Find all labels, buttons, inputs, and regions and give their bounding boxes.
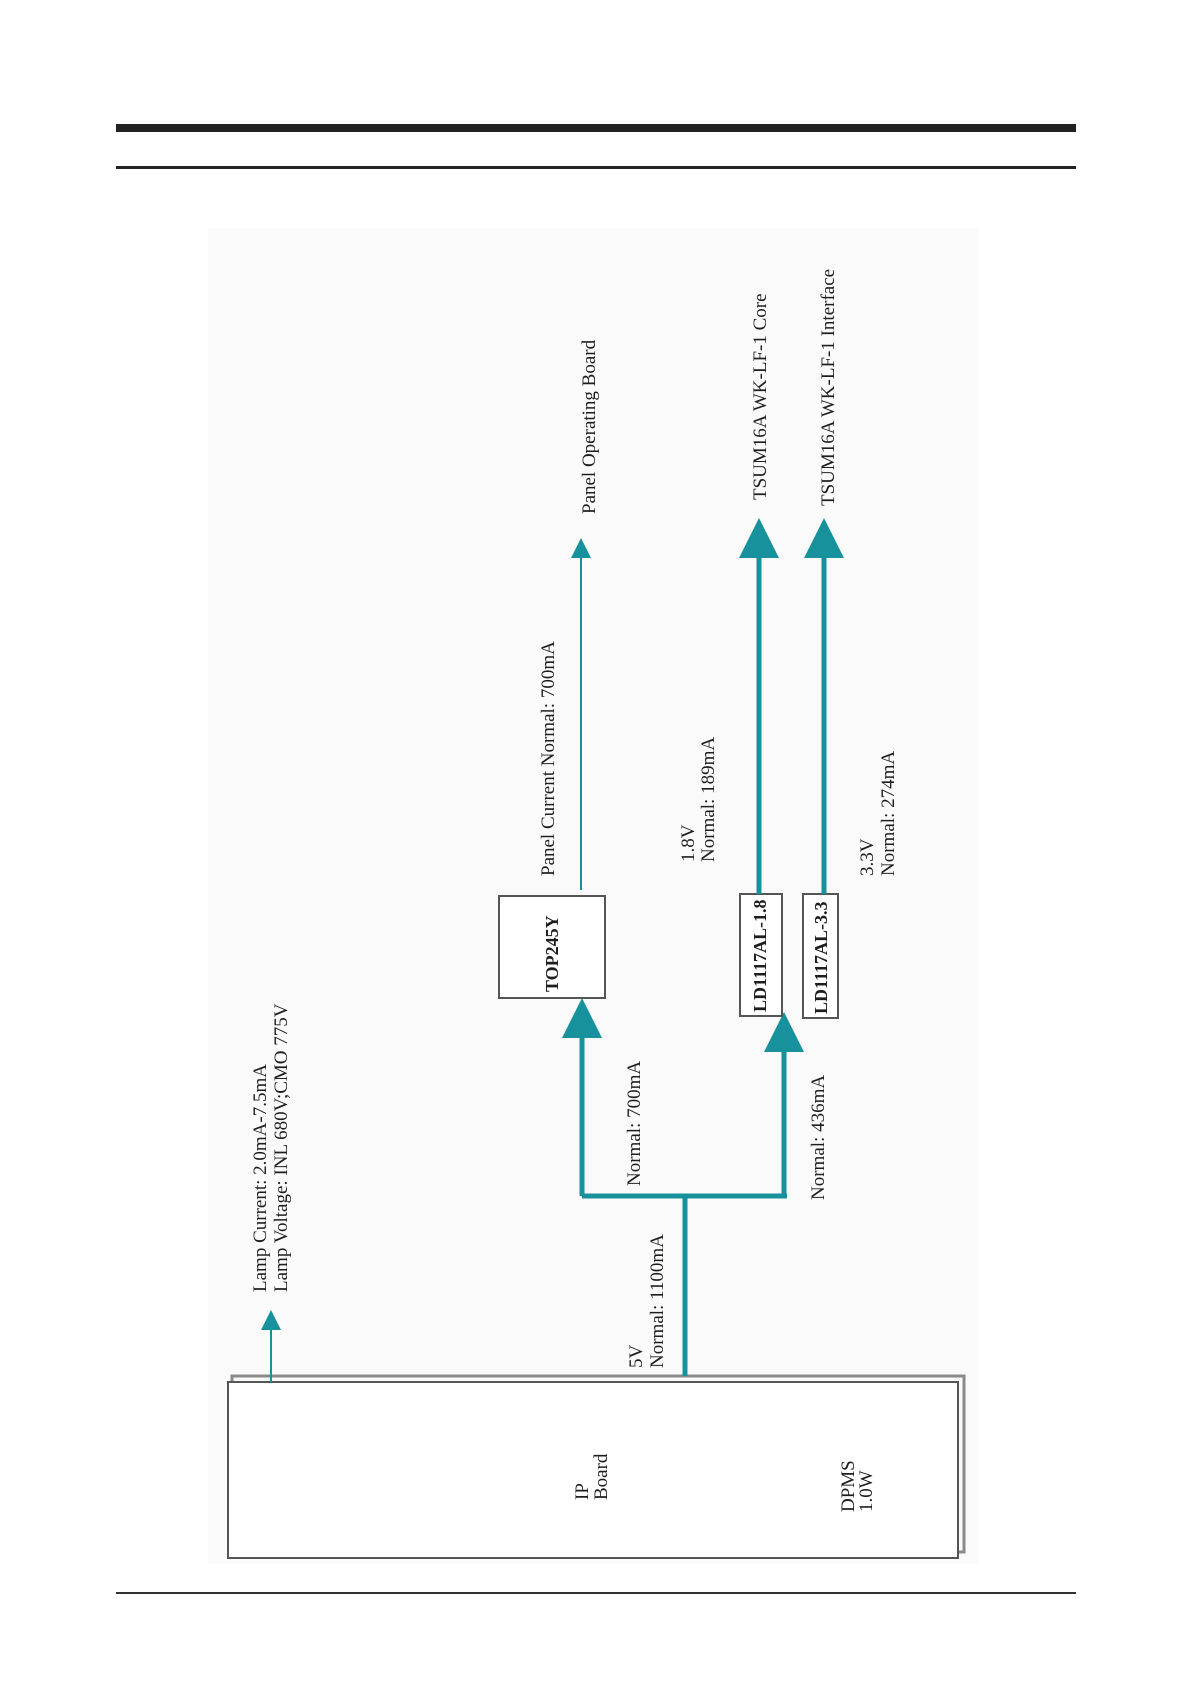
5v-label: 5V (626, 1345, 647, 1369)
branch-top-current-label: Normal: 700mA (624, 1061, 645, 1186)
3-3v-label: 3.3V (857, 838, 878, 876)
lamp-voltage-label: Lamp Voltage: INL 680V;CMO 775V (271, 1003, 292, 1292)
ld1117al-1-8-label: LD1117AL-1.8 (750, 899, 770, 1012)
branch-bottom-current-label: Normal: 436mA (808, 1075, 829, 1200)
ip-board-label-line2: Board (591, 1453, 612, 1500)
5v-current-label: Normal: 1100mA (647, 1234, 668, 1368)
tsum-interface-label: TSUM16A WK-LF-1 Interface (818, 269, 839, 506)
dpms-power-label: 1.0W (856, 1470, 877, 1512)
lamp-current-label: Lamp Current: 2.0mA-7.5mA (250, 1064, 271, 1292)
panel-operating-board-label: Panel Operating Board (579, 339, 600, 514)
1-8v-current-label: Normal: 189mA (698, 737, 719, 862)
ip-board-label-line1: IP (572, 1483, 593, 1500)
panel-current-label: Panel Current Normal: 700mA (538, 641, 559, 876)
1-8v-label: 1.8V (678, 824, 699, 862)
ld1117al-3-3-label: LD1117AL-3.3 (811, 901, 831, 1014)
3-3v-current-label: Normal: 274mA (878, 751, 899, 876)
tsum-core-label: TSUM16A WK-LF-1 Core (750, 293, 771, 500)
footer-rule (116, 1592, 1076, 1594)
top245y-label: TOP245Y (542, 915, 562, 992)
